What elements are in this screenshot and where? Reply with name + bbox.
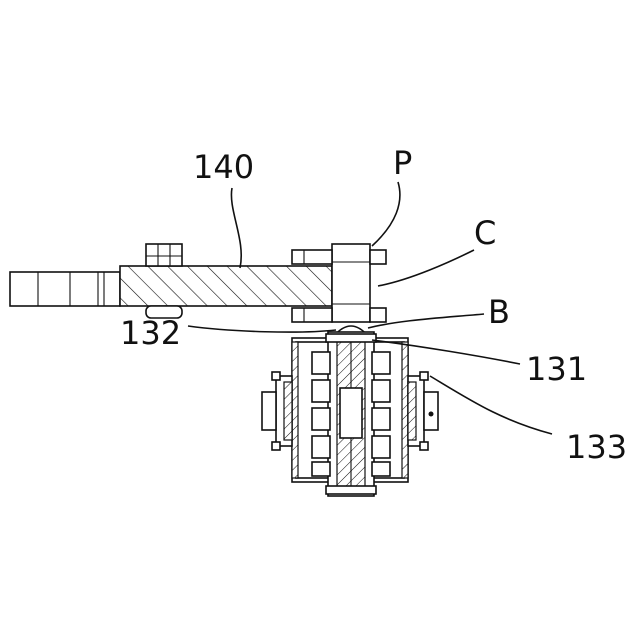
- label-133: 133: [566, 428, 627, 466]
- beam-140: [10, 266, 332, 306]
- top-bolt: [146, 244, 182, 266]
- label-b: B: [488, 293, 510, 331]
- housing-131: [292, 332, 408, 496]
- label-132: 132: [120, 314, 181, 352]
- pin-p: [332, 244, 370, 322]
- label-p: P: [393, 144, 412, 182]
- label-131: 131: [526, 350, 587, 388]
- label-140: 140: [193, 148, 254, 186]
- label-c: C: [474, 214, 496, 252]
